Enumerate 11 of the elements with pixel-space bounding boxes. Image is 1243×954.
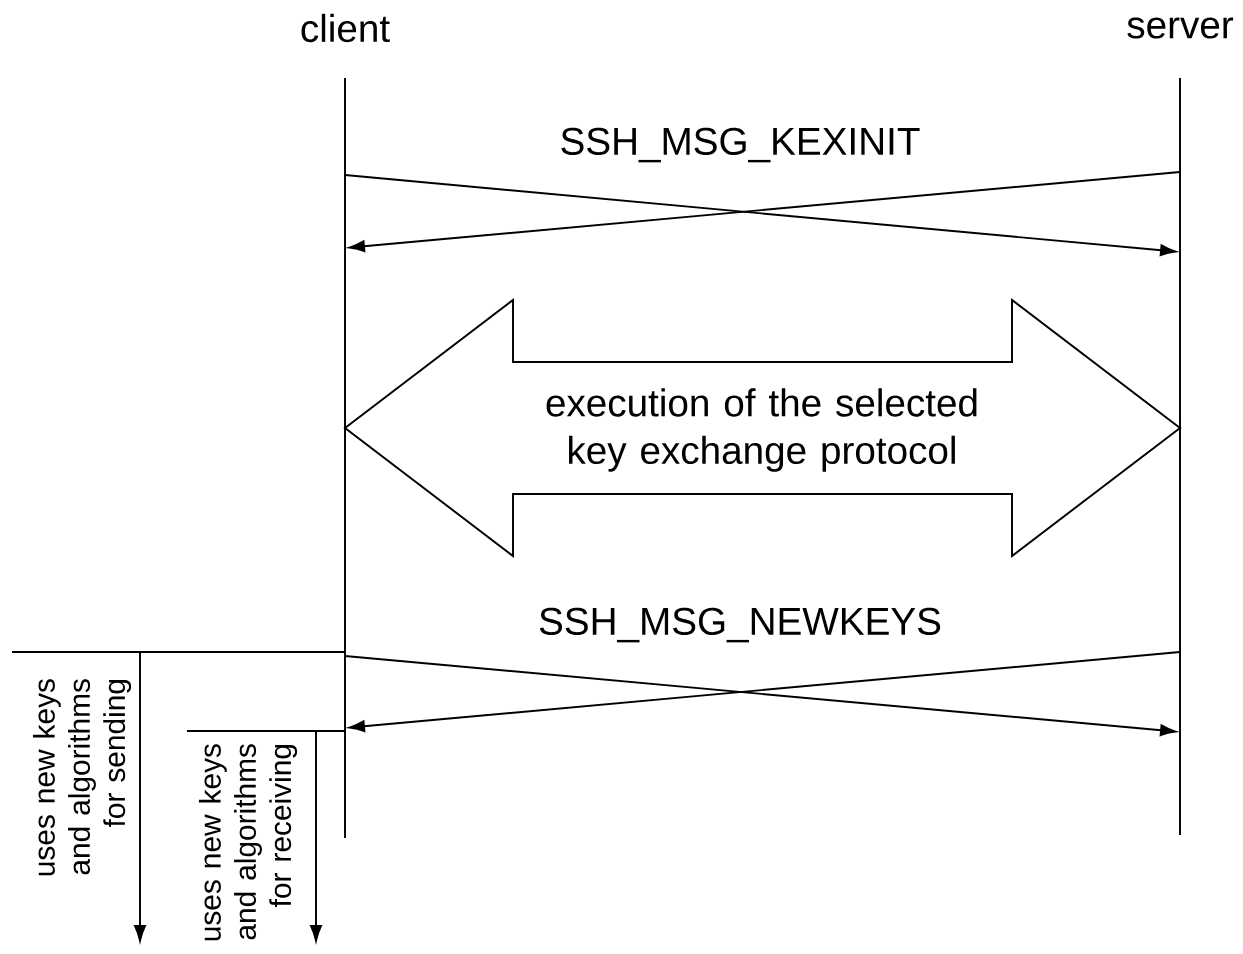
participant-label: client bbox=[301, 13, 390, 43]
message-label: SSH_MSG_KEXINIT bbox=[561, 127, 920, 163]
lifeline bbox=[1179, 77, 1181, 836]
arrow-label: execution of the selected key exchange protocol bbox=[546, 388, 977, 472]
annotation-text: uses new keys and algorithms for sending bbox=[32, 679, 132, 876]
lifeline bbox=[344, 77, 346, 839]
timeline-arrow bbox=[134, 651, 346, 942]
annotation-text: uses new keys and algorithms for receiving bbox=[198, 744, 298, 941]
timeline-arrow bbox=[310, 730, 346, 942]
message-label: SSH_MSG_NEWKEYS bbox=[539, 607, 941, 643]
participant-label: server bbox=[1127, 17, 1234, 39]
